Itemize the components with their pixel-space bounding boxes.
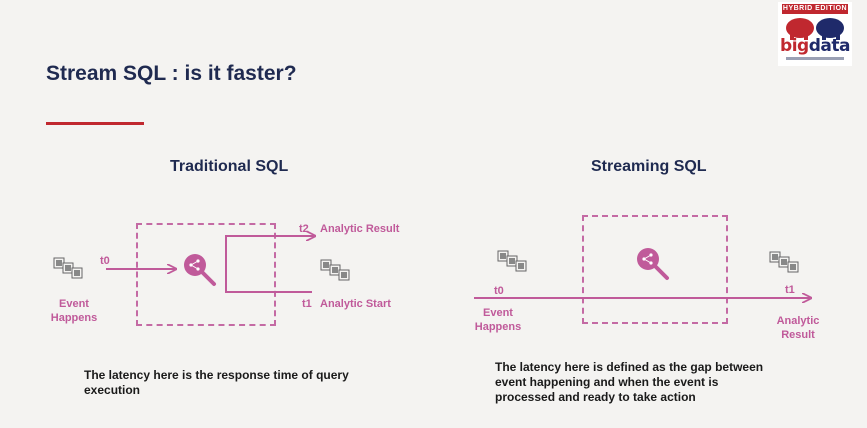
title-underline [46, 122, 144, 125]
traditional-t1-label: t1 [302, 298, 312, 310]
streaming-caption-line1: The latency here is defined as the gap b… [495, 360, 764, 374]
streaming-result-line1: Analytic [776, 315, 820, 327]
streaming-t0-label: t0 [494, 285, 504, 297]
data-blocks-icon [53, 257, 83, 279]
logo-wordmark: bigdata [780, 36, 850, 56]
logo-tagline [786, 57, 844, 60]
traditional-latency-caption: The latency here is the response time of… [84, 368, 414, 398]
streaming-analytic-result-label: Analytic Result [769, 314, 827, 342]
search-share-icon [184, 254, 216, 286]
traditional-caption-line2: execution [84, 383, 141, 397]
bigdata-logo: HYBRID EDITION bigdata [778, 2, 852, 66]
streaming-result-line2: Result [781, 329, 815, 341]
traditional-analytic-result-label: Analytic Result [320, 223, 400, 235]
streaming-caption-line3: processed and ready to take action [495, 390, 696, 404]
streaming-event-happens-label: Event Happens [470, 306, 526, 334]
logo-word-big: big [780, 36, 809, 56]
logo-badge: HYBRID EDITION [782, 4, 848, 14]
search-share-icon [637, 248, 669, 280]
traditional-query-box [136, 223, 276, 326]
data-blocks-icon [320, 259, 350, 281]
data-blocks-icon [769, 251, 799, 273]
streaming-t1-label: t1 [785, 284, 795, 296]
streaming-event-line1: Event [483, 307, 513, 319]
streaming-sql-heading: Streaming SQL [591, 158, 707, 175]
traditional-result-path [225, 236, 314, 293]
traditional-analytic-start-label: Analytic Start [320, 298, 391, 310]
elephant-icon [786, 18, 844, 40]
traditional-event-line2: Happens [50, 312, 98, 324]
traditional-t2-label: t2 [299, 223, 309, 235]
data-blocks-icon [497, 250, 527, 272]
traditional-event-line1: Event [59, 298, 89, 310]
streaming-query-box [582, 215, 728, 324]
traditional-sql-heading: Traditional SQL [170, 158, 289, 175]
streaming-latency-caption: The latency here is defined as the gap b… [495, 360, 825, 405]
traditional-caption-line1: The latency here is the response time of… [84, 368, 349, 382]
slide-title: Stream SQL : is it faster? [46, 62, 297, 85]
logo-word-data: data [808, 36, 851, 56]
streaming-event-line2: Happens [474, 321, 522, 333]
traditional-event-happens-label: Event Happens [46, 297, 102, 325]
streaming-caption-line2: event happening and when the event is [495, 375, 719, 389]
traditional-t0-label: t0 [100, 255, 110, 267]
